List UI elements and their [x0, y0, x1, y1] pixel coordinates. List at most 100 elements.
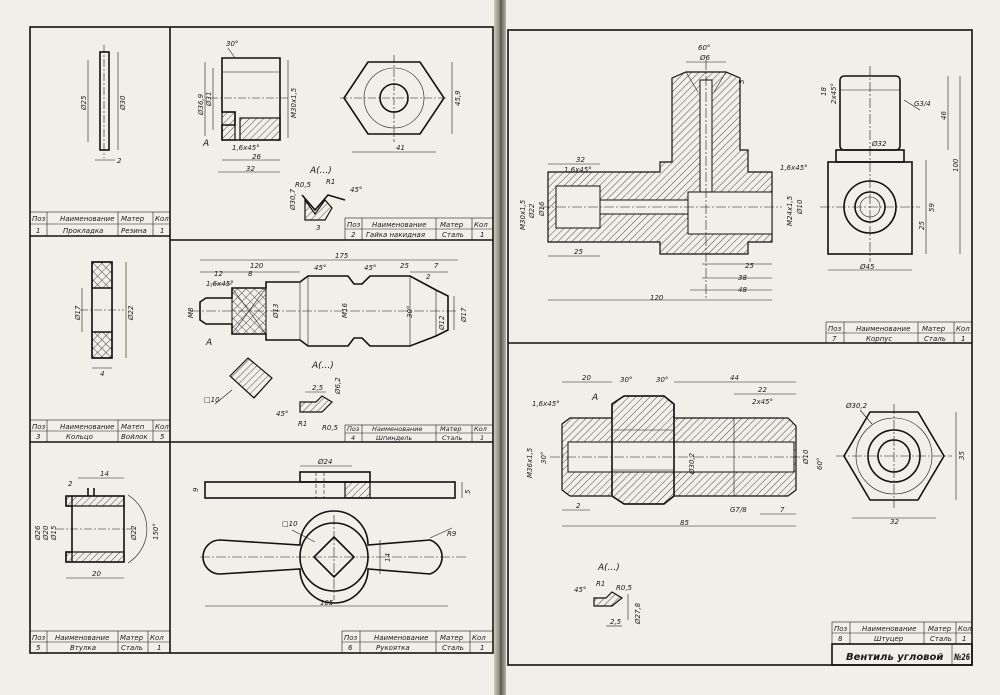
part2-name: Гайка накидная — [366, 231, 425, 239]
part1-gasket-drawing: Ø25 Ø30 2 — [80, 45, 127, 165]
part5-material: Сталь — [121, 644, 143, 652]
part8-fitting-drawing: 20 30° 30° 44 22 2x45° 1,6x45° A M36x1,5… — [526, 374, 966, 627]
dim-5: 5 — [464, 489, 472, 494]
dim-18: 18 — [820, 87, 828, 96]
dim-60deg: 60° — [698, 44, 710, 52]
dim-2x45-fit: 2x45° — [752, 398, 773, 406]
dim-r05-fit: R0,5 — [616, 584, 633, 592]
part2-qty: 1 — [480, 231, 484, 239]
part5-bushing-drawing: 14 2 Ø26 Ø20 Ø15 Ø22 150° 20 — [34, 470, 160, 579]
dim-30c-fit: 30° — [540, 452, 548, 464]
dim-45deg-nut: 45° — [350, 186, 362, 194]
dim-2: 2 — [117, 157, 122, 165]
dim-ch-fit: 1,6x45° — [532, 400, 560, 408]
dim-3: 3 — [316, 224, 320, 232]
dim-30b-fit: 30° — [656, 376, 668, 384]
dim-48: 48 — [738, 286, 747, 294]
dim-45b: 45° — [364, 264, 376, 272]
dim-60-fit: 60° — [816, 458, 824, 470]
svg-text:Наименование: Наименование — [60, 423, 114, 431]
dim-ch-body2: 1,6x45° — [780, 164, 808, 172]
dim-m24: M24x1,5 — [786, 195, 794, 226]
dim-d12: Ø12 — [438, 315, 446, 331]
svg-text:Кол: Кол — [155, 423, 169, 431]
part2-nut-drawing: 30° Ø36,9 Ø31 M30x1,5 1,6x45° 26 32 A 45… — [197, 40, 462, 232]
dim-r9: R9 — [447, 530, 457, 538]
dim-d31: Ø31 — [205, 92, 213, 107]
dim-7: 7 — [434, 262, 439, 270]
svg-text:Матер: Матер — [440, 425, 462, 433]
svg-text:Матер: Матер — [440, 221, 464, 229]
dim-sq10: □10 — [204, 396, 220, 404]
svg-text:Наименование: Наименование — [372, 425, 423, 433]
svg-text:Наименование: Наименование — [856, 325, 910, 333]
svg-text:Матер: Матер — [120, 634, 144, 642]
dim-d26: Ø26 — [34, 525, 42, 541]
part3-ring-drawing: Ø17 Ø22 4 — [74, 261, 135, 378]
part5-pos: 5 — [36, 644, 41, 652]
dim-35: 35 — [958, 451, 966, 460]
part1-pos: 1 — [36, 227, 40, 235]
dim-m8: M8 — [187, 307, 195, 318]
dim-2-sp: 2 — [426, 273, 431, 281]
part8-qty: 1 — [962, 635, 966, 643]
part4-qty: 1 — [480, 434, 484, 442]
dim-2-bush: 2 — [68, 480, 73, 488]
dim-r1-fit: R1 — [596, 580, 605, 588]
dim-r1-spd: R1 — [298, 420, 307, 428]
dim-46: 46 — [940, 111, 948, 120]
dim-chamfer-sp: 1,6x45° — [206, 280, 234, 288]
title-block: Вентиль угловой №26 — [831, 643, 973, 666]
part4-spindle-drawing: 175 120 12 8 45° 45° 25 7 2 1,6x45° M8 Ø… — [187, 252, 468, 432]
svg-text:Наименование: Наименование — [862, 625, 916, 633]
svg-text:Матер: Матер — [440, 634, 464, 642]
dim-r05: R0,5 — [295, 181, 312, 189]
dim-30deg-sp: 30° — [406, 306, 414, 318]
letter-a-fit: A — [591, 393, 598, 403]
svg-text:Кол: Кол — [956, 325, 970, 333]
letter-a-spindle: A — [205, 338, 212, 348]
dim-120-body: 120 — [650, 294, 664, 302]
dim-d307: Ø30,7 — [289, 188, 297, 211]
dim-8: 8 — [248, 270, 253, 278]
dim-r1: R1 — [326, 178, 335, 186]
dim-d302-end: Ø30,2 — [845, 402, 868, 410]
dim-d22-body: Ø22 — [528, 203, 536, 219]
dim-25-body-c: 25 — [918, 221, 926, 230]
part1-name: Прокладка — [63, 227, 103, 235]
part2-material: Сталь — [442, 231, 464, 239]
dim-45a: 45° — [314, 264, 326, 272]
part7-material: Сталь — [924, 335, 946, 343]
dim-175: 175 — [335, 252, 349, 260]
dim-d16-body: Ø16 — [538, 201, 546, 217]
part4-pos: 4 — [351, 434, 355, 442]
view-a-spindle: A(...) — [311, 361, 334, 371]
dim-sq10-handle: □10 — [282, 520, 298, 528]
assembly-title: Вентиль угловой — [846, 652, 943, 663]
svg-text:Поз: Поз — [32, 423, 46, 431]
svg-text:Поз: Поз — [347, 221, 361, 229]
part7-name: Корпус — [866, 335, 892, 343]
dim-5-body: 5 — [738, 79, 746, 84]
dim-d278: Ø27,8 — [634, 602, 642, 625]
dim-d17: Ø17 — [74, 305, 82, 321]
part1-material: Резина — [121, 227, 147, 235]
svg-text:Матер: Матер — [922, 325, 946, 333]
dim-105: 105 — [320, 599, 334, 607]
part7-body-drawing: 60° Ø6 5 32 1,6x45° 1,6x45° M30x1,5 Ø22 … — [519, 44, 961, 302]
svg-text:Матеп: Матеп — [121, 423, 145, 431]
dim-d22: Ø22 — [127, 305, 135, 321]
part6-material: Сталь — [442, 644, 464, 652]
dim-d22-bush: Ø22 — [130, 525, 138, 541]
part6-pos: 6 — [348, 644, 353, 652]
svg-text:Кол: Кол — [472, 634, 486, 642]
part4-material: Сталь — [442, 434, 462, 442]
part8-name: Штуцер — [874, 635, 904, 643]
svg-text:Кол: Кол — [474, 221, 488, 229]
part7-table: Поз Наименование Матер Кол 7 Корпус Стал… — [825, 321, 973, 344]
hdr-qty: Кол — [155, 215, 169, 223]
part8-table: Поз Наименование Матер Кол 8 Штуцер Стал… — [831, 621, 973, 645]
svg-text:Поз: Поз — [32, 634, 46, 642]
dim-d24: Ø24 — [317, 458, 332, 466]
part3-pos: 3 — [36, 433, 40, 441]
